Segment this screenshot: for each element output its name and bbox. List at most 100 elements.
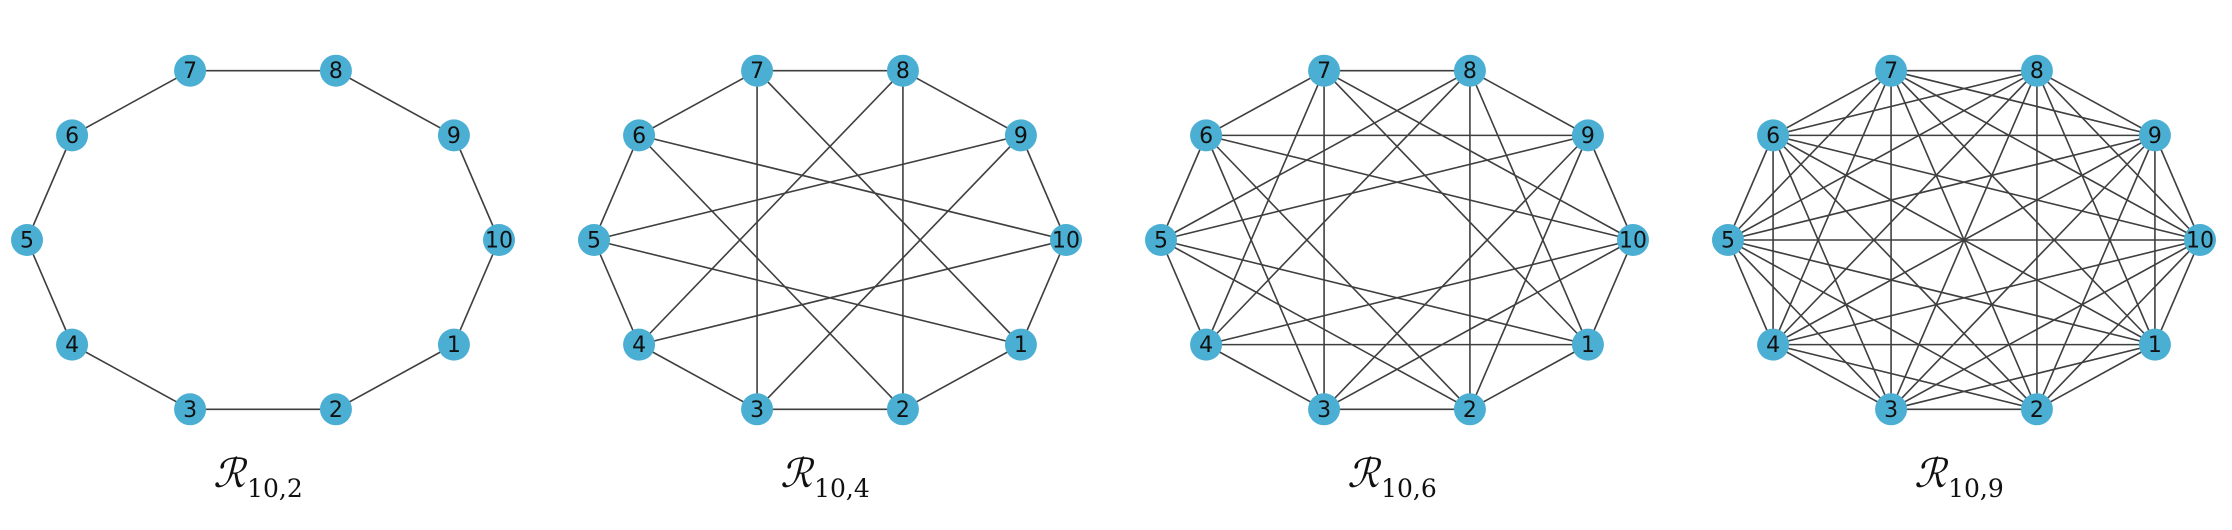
edge-1-10 — [1587, 239, 1634, 345]
edge-1-5 — [593, 239, 1022, 346]
node-3: 3 — [174, 393, 207, 426]
node-circle — [623, 119, 656, 152]
edge-9-10 — [1020, 135, 1067, 241]
node-label: 9 — [1581, 124, 1595, 149]
node-4: 4 — [56, 328, 89, 361]
edge-2-5 — [1160, 239, 1471, 410]
edge-6-8 — [1772, 69, 2038, 137]
node-label: 10 — [2186, 229, 2214, 254]
node-label: 8 — [1463, 59, 1477, 84]
node-2: 2 — [319, 393, 352, 426]
edge-6-10 — [1772, 134, 2201, 241]
node-4: 4 — [623, 328, 656, 361]
edge-5-8 — [1727, 70, 2038, 241]
node-label: 4 — [65, 333, 79, 358]
node-8: 8 — [1453, 54, 1486, 87]
node-circle — [741, 54, 774, 87]
caption-subscript: 10,9 — [1948, 474, 2004, 503]
edge-1-10 — [453, 239, 500, 345]
edge-4-8 — [1772, 70, 2038, 346]
node-label: 5 — [20, 229, 34, 254]
edge-6-7 — [1205, 70, 1325, 137]
edge-1-7 — [756, 70, 1022, 346]
edge-5-8 — [1160, 70, 1471, 241]
edge-8-10 — [2036, 70, 2201, 241]
node-8: 8 — [319, 54, 352, 87]
node-circle — [2184, 224, 2216, 256]
edge-5-6 — [1727, 135, 1774, 241]
edge-3-9 — [1890, 134, 2156, 410]
node-1: 1 — [437, 328, 470, 361]
node-label: 6 — [632, 124, 646, 149]
node-label: 1 — [2148, 333, 2162, 358]
node-circle — [1308, 54, 1341, 87]
node-6: 6 — [56, 119, 89, 152]
node-circle — [1050, 224, 1082, 256]
edge-3-4 — [638, 343, 758, 410]
edge-1-2 — [2036, 343, 2156, 410]
edge-5-9 — [593, 134, 1022, 241]
node-5: 5 — [1712, 224, 1744, 256]
edge-4-10 — [1205, 239, 1634, 346]
caption-subscript: 10,4 — [814, 474, 870, 503]
node-label: 5 — [1721, 229, 1735, 254]
caption-symbol: ℛ — [1914, 451, 1949, 497]
edge-4-7 — [1772, 70, 1892, 345]
caption-subscript: 10,6 — [1381, 474, 1437, 503]
edge-5-6 — [26, 135, 73, 241]
edge-2-10 — [2036, 239, 2201, 410]
caption-symbol: ℛ — [1347, 451, 1382, 497]
node-6: 6 — [623, 119, 656, 152]
edge-3-10 — [1323, 239, 1634, 410]
node-5: 5 — [578, 224, 610, 256]
node-circle — [437, 119, 470, 152]
node-circle — [2020, 393, 2053, 426]
node-label: 5 — [587, 229, 601, 254]
edge-2-9 — [1469, 135, 1589, 410]
graph-caption: ℛ10,9 — [1914, 451, 2004, 503]
edge-3-10 — [1890, 239, 2201, 410]
node-label: 6 — [1199, 124, 1213, 149]
node-10: 10 — [483, 224, 515, 256]
node-8: 8 — [2020, 54, 2053, 87]
edges — [26, 69, 500, 411]
node-label: 6 — [65, 124, 79, 149]
node-circle — [56, 119, 89, 152]
edge-1-10 — [2154, 239, 2201, 345]
node-circle — [623, 328, 656, 361]
node-7: 7 — [174, 54, 207, 87]
edge-8-9 — [335, 70, 455, 137]
edge-5-7 — [1727, 70, 1892, 241]
node-5: 5 — [1145, 224, 1177, 256]
edge-1-2 — [1469, 343, 1589, 410]
node-label: 6 — [1766, 124, 1780, 149]
edges — [1727, 69, 2201, 411]
edge-1-2 — [902, 343, 1022, 410]
node-circle — [11, 224, 43, 256]
node-circle — [1190, 119, 1223, 152]
edge-3-9 — [756, 134, 1022, 410]
node-8: 8 — [886, 54, 919, 87]
node-circle — [1004, 119, 1037, 152]
node-circle — [578, 224, 610, 256]
edge-1-2 — [335, 343, 455, 410]
node-circle — [1712, 224, 1744, 256]
node-circle — [1757, 119, 1790, 152]
node-circle — [483, 224, 515, 256]
node-label: 4 — [632, 333, 646, 358]
node-circle — [1617, 224, 1649, 256]
node-label: 7 — [1317, 59, 1331, 84]
edge-5-9 — [1727, 134, 2156, 241]
node-1: 1 — [1571, 328, 1604, 361]
node-6: 6 — [1757, 119, 1790, 152]
node-label: 3 — [1317, 398, 1331, 423]
node-label: 4 — [1199, 333, 1213, 358]
edge-6-10 — [638, 134, 1067, 241]
node-5: 5 — [11, 224, 43, 256]
edge-8-9 — [1469, 70, 1589, 137]
